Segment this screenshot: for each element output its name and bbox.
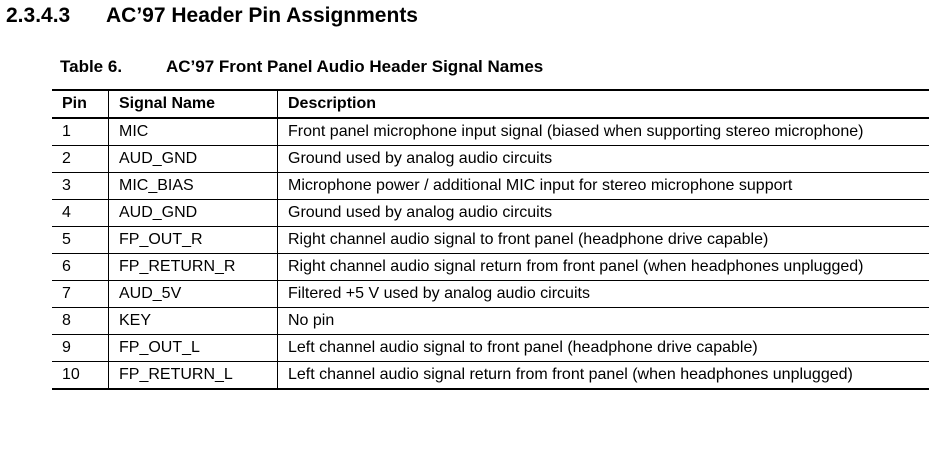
table-row: 8 KEY No pin bbox=[52, 307, 929, 335]
cell-description: Right channel audio signal to front pane… bbox=[277, 226, 929, 254]
cell-description: Left channel audio signal return from fr… bbox=[277, 361, 929, 390]
cell-pin: 8 bbox=[52, 307, 109, 335]
cell-pin: 10 bbox=[52, 361, 109, 390]
table-header-row: Pin Signal Name Description bbox=[52, 89, 929, 119]
cell-description: Ground used by analog audio circuits bbox=[277, 145, 929, 173]
table-row: 5 FP_OUT_R Right channel audio signal to… bbox=[52, 226, 929, 254]
table-row: 1 MIC Front panel microphone input signa… bbox=[52, 118, 929, 146]
cell-description: Front panel microphone input signal (bia… bbox=[277, 118, 929, 146]
cell-pin: 5 bbox=[52, 226, 109, 254]
cell-description: Filtered +5 V used by analog audio circu… bbox=[277, 280, 929, 308]
table-number: Table 6. bbox=[60, 57, 123, 76]
header-pin: Pin bbox=[52, 89, 109, 119]
cell-pin: 1 bbox=[52, 118, 109, 146]
cell-pin: 3 bbox=[52, 172, 109, 200]
table-row: 3 MIC_BIAS Microphone power / additional… bbox=[52, 172, 929, 200]
cell-signal: AUD_GND bbox=[108, 145, 278, 173]
cell-signal: FP_RETURN_R bbox=[108, 253, 278, 281]
cell-description: Ground used by analog audio circuits bbox=[277, 199, 929, 227]
section-heading: 2.3.4.3 AC’97 Header Pin Assignments bbox=[6, 4, 418, 28]
table-row: 7 AUD_5V Filtered +5 V used by analog au… bbox=[52, 280, 929, 308]
section-title: AC’97 Header Pin Assignments bbox=[106, 4, 418, 27]
table-row: 10 FP_RETURN_L Left channel audio signal… bbox=[52, 361, 929, 390]
section-number: 2.3.4.3 bbox=[6, 4, 71, 27]
table-title: AC’97 Front Panel Audio Header Signal Na… bbox=[166, 57, 544, 76]
cell-description: Right channel audio signal return from f… bbox=[277, 253, 929, 281]
cell-description: Left channel audio signal to front panel… bbox=[277, 334, 929, 362]
cell-description: No pin bbox=[277, 307, 929, 335]
header-description: Description bbox=[277, 89, 929, 119]
table-row: 6 FP_RETURN_R Right channel audio signal… bbox=[52, 253, 929, 281]
cell-pin: 9 bbox=[52, 334, 109, 362]
table-caption: Table 6. AC’97 Front Panel Audio Header S… bbox=[60, 57, 543, 77]
header-signal-name: Signal Name bbox=[108, 89, 278, 119]
cell-pin: 6 bbox=[52, 253, 109, 281]
cell-pin: 2 bbox=[52, 145, 109, 173]
cell-signal: MIC bbox=[108, 118, 278, 146]
cell-pin: 7 bbox=[52, 280, 109, 308]
cell-pin: 4 bbox=[52, 199, 109, 227]
cell-signal: AUD_5V bbox=[108, 280, 278, 308]
cell-description: Microphone power / additional MIC input … bbox=[277, 172, 929, 200]
cell-signal: MIC_BIAS bbox=[108, 172, 278, 200]
cell-signal: AUD_GND bbox=[108, 199, 278, 227]
cell-signal: FP_OUT_R bbox=[108, 226, 278, 254]
cell-signal: FP_RETURN_L bbox=[108, 361, 278, 390]
cell-signal: FP_OUT_L bbox=[108, 334, 278, 362]
pin-assignment-table: Pin Signal Name Description 1 MIC Front … bbox=[52, 89, 929, 390]
table-row: 4 AUD_GND Ground used by analog audio ci… bbox=[52, 199, 929, 227]
table-row: 9 FP_OUT_L Left channel audio signal to … bbox=[52, 334, 929, 362]
cell-signal: KEY bbox=[108, 307, 278, 335]
table-row: 2 AUD_GND Ground used by analog audio ci… bbox=[52, 145, 929, 173]
